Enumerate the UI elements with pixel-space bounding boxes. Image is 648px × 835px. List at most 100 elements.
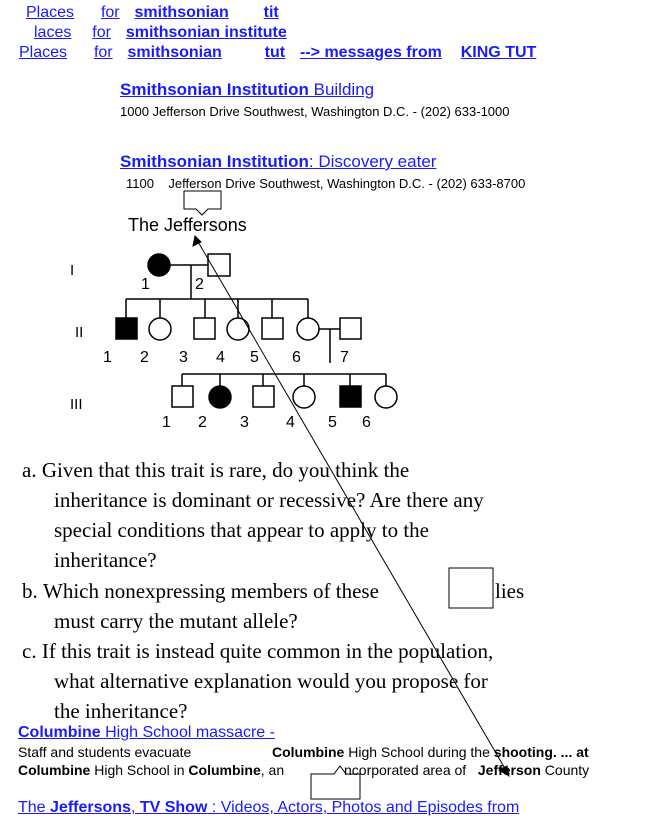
- columbine-text: ncorporated area of: [344, 762, 467, 778]
- gen-label-1: I: [70, 262, 74, 279]
- columbine-title-rest: High School massacre -: [100, 724, 275, 741]
- jeffersons-link-text: ,: [130, 799, 140, 816]
- result-2-title-rest: : Discovery eater: [308, 152, 437, 171]
- columbine-text: . ... at: [552, 744, 589, 760]
- question-b: b. Which nonexpressing members of these: [22, 576, 379, 606]
- columbine-text: High School in: [90, 762, 189, 778]
- columbine-line1-b: Columbine High School during the shootin…: [272, 744, 589, 760]
- diagonal-arrow: [192, 234, 510, 778]
- num-II-4: 4: [216, 349, 225, 366]
- header-link-word: smithsonian: [127, 44, 222, 61]
- num-III-2: 2: [198, 414, 207, 431]
- header-link-word: tut: [264, 44, 286, 61]
- jeffersons-link-text: : Videos, Actors, Photos and Episodes fr…: [207, 799, 520, 816]
- pedigree-II-3-male: [193, 317, 216, 340]
- pedigree-II-7-male: [339, 317, 362, 340]
- question-a-line1: Given that this trait is rare, do you th…: [41, 458, 410, 482]
- pedigree-III-4-female: [292, 385, 316, 409]
- pedigree-II-6-female: [296, 317, 320, 341]
- question-b-line1b: lies: [495, 579, 525, 603]
- columbine-title-bold: Columbine: [18, 724, 101, 741]
- result-1-title-bold: Smithsonian Institution: [120, 80, 309, 99]
- num-II-3: 3: [179, 349, 188, 366]
- columbine-word: Columbine: [272, 744, 345, 760]
- columbine-word: Columbine: [188, 762, 261, 778]
- question-c-label: c.: [22, 639, 37, 663]
- header-link-word: laces: [34, 24, 72, 41]
- callout-box-lower: [310, 765, 361, 800]
- question-b-line2: must carry the mutant allele?: [54, 609, 298, 633]
- header-link-word: Places: [19, 44, 68, 61]
- question-a-line4: inheritance?: [54, 548, 157, 572]
- question-c: c. If this trait is instead quite common…: [22, 636, 493, 666]
- result-1-title-rest: Building: [308, 80, 375, 99]
- jeffersons-tv-link[interactable]: The Jeffersons, TV Show : Videos, Actors…: [18, 799, 519, 817]
- columbine-line2-b: ncorporated area of Jefferson County: [344, 762, 589, 778]
- pedigree-title: The Jeffersons: [128, 215, 247, 235]
- pedigree-II-1-male-affected: [115, 317, 138, 340]
- num-II-7: 7: [340, 349, 349, 366]
- columbine-word: Jefferson: [477, 762, 541, 778]
- result-1-title[interactable]: Smithsonian Institution Building: [120, 80, 374, 100]
- header-link-word: tit: [263, 4, 279, 21]
- gen-label-3: III: [70, 396, 83, 413]
- columbine-text: , an: [260, 762, 285, 778]
- num-II-1: 1: [103, 349, 112, 366]
- pedigree-III-2-female-affected: [208, 385, 232, 409]
- pedigree-I-2-male: [207, 253, 231, 277]
- question-b-label: b.: [22, 579, 38, 603]
- question-c-line2: what alternative explanation would you p…: [54, 669, 488, 693]
- num-III-6: 6: [362, 414, 371, 431]
- question-b-line1a: Which nonexpressing members of these: [43, 579, 379, 603]
- columbine-text: the: [470, 744, 490, 760]
- result-2-title-bold: Smithsonian Institution: [120, 152, 309, 171]
- pedigree-III-1-male: [171, 385, 194, 408]
- header-link-word: smithsonian: [134, 4, 229, 21]
- header-link-word: for: [92, 24, 111, 41]
- num-III-1: 1: [162, 414, 171, 431]
- columbine-text: County: [540, 762, 590, 778]
- columbine-title[interactable]: Columbine High School massacre -: [18, 724, 275, 742]
- pedigree-lines: [125, 264, 387, 386]
- question-c-line1: If this trait is instead quite common in…: [41, 639, 494, 663]
- pedigree-II-2-female: [148, 317, 172, 341]
- pedigree-III-6-female: [374, 385, 398, 409]
- num-I-2: 2: [195, 276, 204, 293]
- header-link-word: --> messages from: [300, 44, 442, 61]
- header-link-2[interactable]: laces for smithsonian institute: [34, 24, 287, 42]
- gen-label-2: II: [75, 324, 83, 341]
- columbine-line1-a: Staff and students evacuate: [18, 744, 192, 760]
- question-a-line2: inheritance is dominant or recessive? Ar…: [54, 488, 484, 512]
- header-link-word: for: [100, 4, 120, 21]
- num-III-5: 5: [328, 414, 337, 431]
- header-link-word: Places: [26, 4, 75, 21]
- header-link-word: KING TUT: [460, 44, 537, 61]
- result-2-title[interactable]: Smithsonian Institution: Discovery eater: [120, 152, 436, 172]
- header-link-3[interactable]: Places for smithsonian tut --> messages …: [19, 44, 536, 62]
- header-link-1[interactable]: Places for smithsonian tit: [26, 4, 279, 22]
- header-link-word: smithsonian institute: [125, 24, 287, 41]
- question-a-label: a.: [22, 458, 37, 482]
- pedigree-II-4-female: [226, 317, 250, 341]
- num-II-6: 6: [292, 349, 301, 366]
- callout-box: [183, 190, 222, 216]
- overlay-box: [448, 567, 494, 609]
- jeffersons-link-text: The: [18, 799, 51, 816]
- num-II-5: 5: [250, 349, 259, 366]
- pedigree-I-1-female-affected: [147, 253, 171, 277]
- num-II-2: 2: [140, 349, 149, 366]
- header-link-word: for: [93, 44, 113, 61]
- columbine-word: Columbine: [18, 762, 91, 778]
- columbine-line2: Columbine High School in Columbine, an: [18, 762, 284, 778]
- columbine-word: shooting: [489, 744, 553, 760]
- question-c-line3: the inheritance?: [54, 699, 188, 723]
- jeffersons-link-bold: TV Show: [139, 799, 208, 816]
- pedigree-II-5-male: [261, 317, 284, 340]
- num-I-1: 1: [141, 276, 150, 293]
- jeffersons-link-bold: Jeffersons: [50, 799, 131, 816]
- question-a-line3: special conditions that appear to apply …: [54, 518, 429, 542]
- columbine-text: High School during: [344, 744, 471, 760]
- num-III-4: 4: [286, 414, 295, 431]
- result-1-address: 1000 Jefferson Drive Southwest, Washingt…: [120, 104, 510, 119]
- num-III-3: 3: [240, 414, 249, 431]
